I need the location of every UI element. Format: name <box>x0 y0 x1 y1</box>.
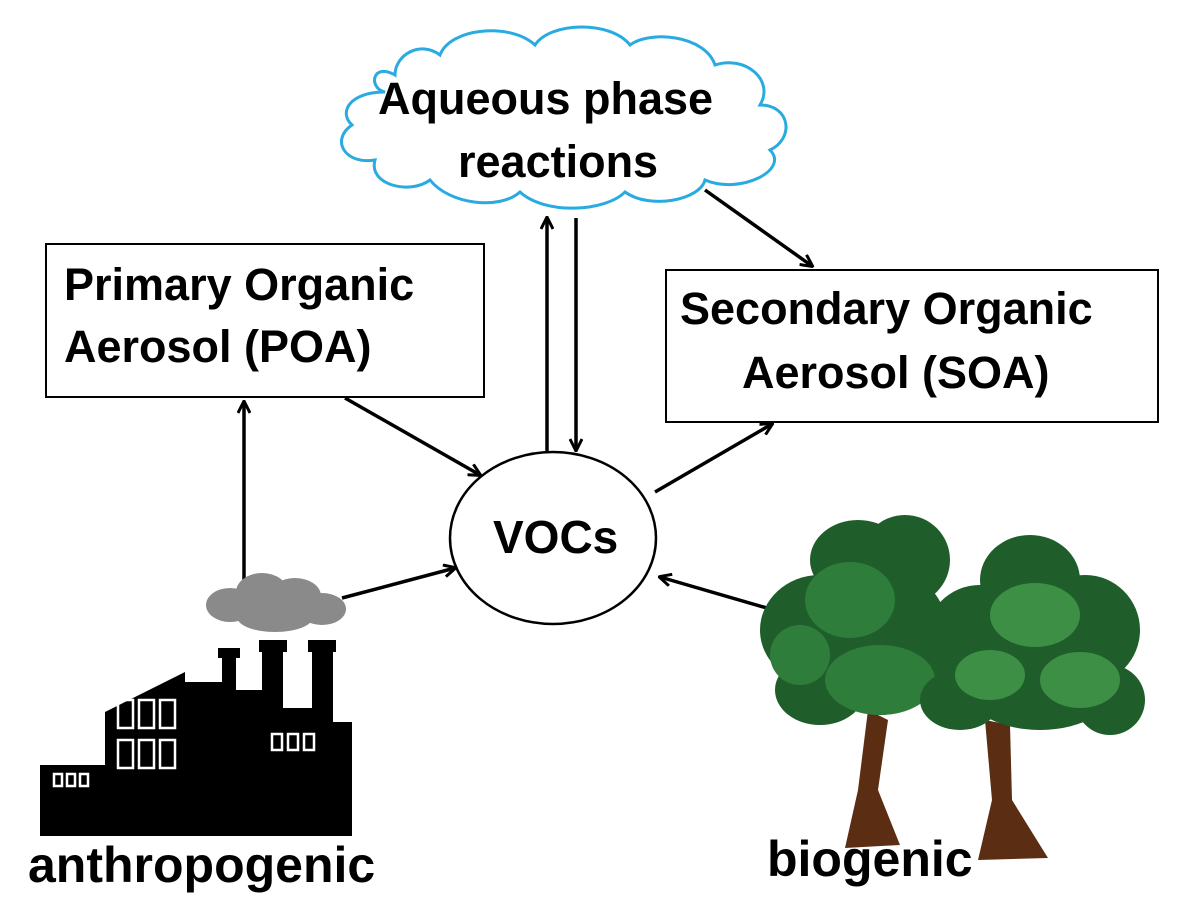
cloud-line1: Aqueous phase <box>378 73 714 124</box>
anthropogenic-label: anthropogenic <box>28 837 376 893</box>
aqueous-cloud <box>340 25 788 210</box>
poa-line2: Aerosol (POA) <box>64 321 372 372</box>
cloud-line2: reactions <box>458 136 659 187</box>
arrow-cloud-to-soa <box>703 188 812 266</box>
soa-box <box>665 269 1159 423</box>
smoke-cloud <box>206 573 346 632</box>
arrow-smoke-to-vocs <box>341 568 455 600</box>
vocs-label: VOCs <box>493 511 619 563</box>
soa-line2: Aerosol (SOA) <box>742 347 1050 398</box>
factory-icon <box>40 640 352 836</box>
biogenic-label: biogenic <box>767 831 973 887</box>
vocs-node <box>448 450 658 626</box>
poa-box <box>45 243 485 398</box>
trees-icon <box>760 515 1145 860</box>
arrow-poa-to-vocs <box>344 396 480 475</box>
soa-line1: Secondary Organic <box>680 283 1093 334</box>
poa-line1: Primary Organic <box>64 259 415 310</box>
arrow-vocs-to-soa <box>654 424 772 494</box>
